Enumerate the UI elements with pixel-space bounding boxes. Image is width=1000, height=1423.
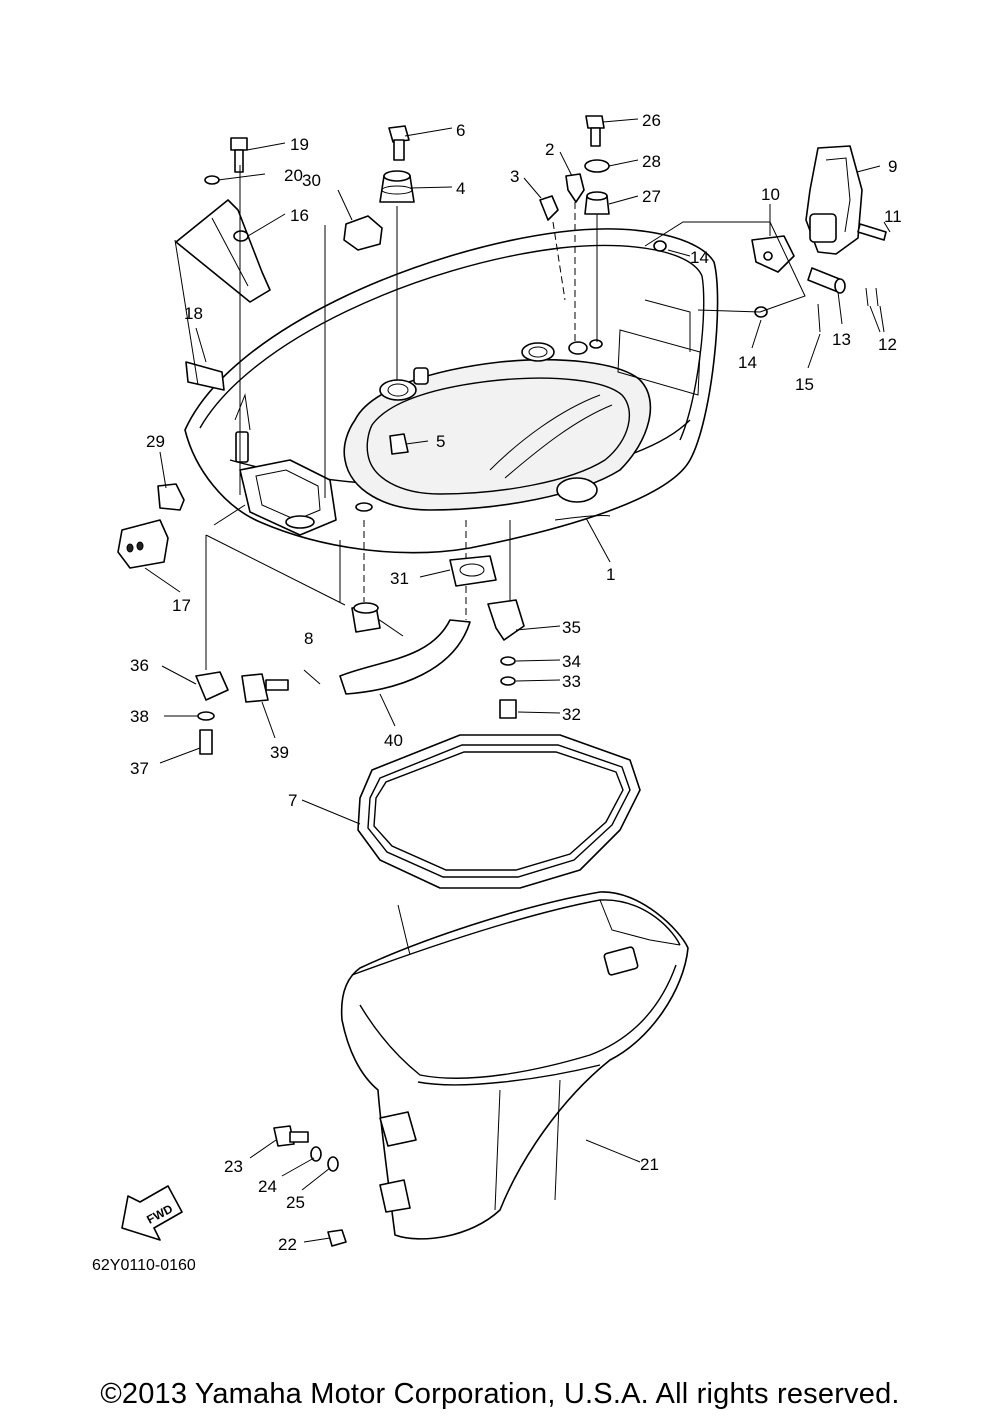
label-8: 8	[304, 629, 313, 648]
cowling-seal-drawing	[357, 734, 641, 889]
label-24: 24	[258, 1177, 277, 1196]
label-19: 19	[290, 135, 309, 154]
reference-lines	[174, 165, 806, 670]
bottom-cowling-drawing	[184, 228, 719, 554]
diagram-code: 62Y0110-0160	[92, 1257, 196, 1274]
label-10: 10	[761, 185, 780, 204]
label-2: 2	[545, 140, 554, 159]
label-5: 5	[436, 432, 445, 451]
label-39: 39	[270, 743, 289, 762]
label-4: 4	[456, 179, 465, 198]
hood-latch-bracket-drawing	[805, 145, 863, 255]
label-12: 12	[878, 335, 897, 354]
label-11: 11	[884, 207, 902, 226]
label-14a: 14	[690, 248, 709, 267]
label-25: 25	[286, 1193, 305, 1212]
label-14b: 14	[738, 353, 757, 372]
label-1: 1	[606, 565, 615, 584]
label-27: 27	[642, 187, 661, 206]
label-23: 23	[224, 1157, 243, 1176]
hood-lock-lever-drawing	[175, 199, 271, 303]
label-15: 15	[795, 375, 814, 394]
label-34: 34	[562, 652, 581, 671]
label-28: 28	[642, 152, 661, 171]
part-labels: 1 2 3 4 5 6 7 8 9 10 11 12 13 14 14 15 1…	[130, 111, 902, 1254]
hinge-plate-drawing	[751, 235, 795, 273]
label-31: 31	[390, 569, 409, 588]
label-35: 35	[562, 618, 581, 637]
label-33: 33	[562, 672, 581, 691]
label-9: 9	[888, 157, 897, 176]
label-6: 6	[456, 121, 465, 140]
label-29: 29	[146, 432, 165, 451]
label-18: 18	[184, 304, 203, 323]
label-37: 37	[130, 759, 149, 778]
label-3: 3	[510, 167, 519, 186]
label-38: 38	[130, 707, 149, 726]
label-16: 16	[290, 206, 309, 225]
label-17: 17	[172, 596, 191, 615]
label-13: 13	[832, 330, 851, 349]
label-20: 20	[284, 166, 303, 185]
label-40: 40	[384, 731, 403, 750]
bottom-cowling-front-drawing	[340, 891, 689, 1240]
label-30: 30	[302, 171, 321, 190]
label-26: 26	[642, 111, 661, 130]
label-22: 22	[278, 1235, 297, 1254]
label-7: 7	[288, 791, 297, 810]
leader-lines	[144, 118, 891, 1243]
fwd-arrow-icon: FWD	[121, 1185, 183, 1241]
label-36: 36	[130, 656, 149, 675]
label-32: 32	[562, 705, 581, 724]
copyright-notice: ©2013 Yamaha Motor Corporation, U.S.A. A…	[100, 1378, 900, 1410]
hardware-drawings	[117, 115, 887, 1247]
label-21: 21	[640, 1155, 659, 1174]
